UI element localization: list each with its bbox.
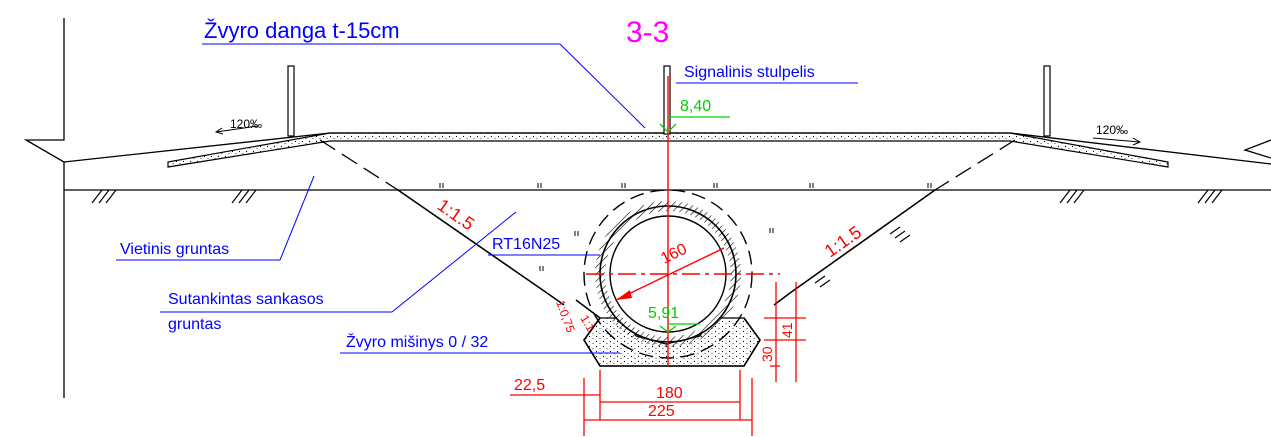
slope-arrows: [214, 125, 1142, 146]
trench-left-slope: 1:0,75: [553, 298, 578, 334]
signal-post-label: Signalinis stulpelis: [684, 64, 815, 81]
dimension-lines: [510, 282, 806, 436]
pipe-level-value: 5,91: [648, 305, 679, 322]
level-markers: [659, 116, 730, 333]
dashed-ground-lines: [319, 139, 1016, 191]
pipe-axis-lines: [586, 76, 780, 366]
soil-tick-marks: [439, 183, 932, 271]
height-base-dimension: 30: [759, 346, 775, 362]
compacted-soil-label-2: gruntas: [168, 316, 221, 333]
compacted-soil-label-1: Sutankintas sankasos: [168, 291, 324, 308]
pipe-type-label: RT16N25: [492, 236, 560, 253]
diameter-arrow: [616, 290, 632, 300]
local-soil-label: Vietinis gruntas: [120, 241, 229, 258]
post-right: [1043, 65, 1051, 137]
post-center: [663, 65, 671, 135]
gravel-cover-label: Žvyro danga t-15cm: [204, 18, 400, 43]
gravel-mix-label: Žvyro mišinys 0 / 32: [346, 332, 488, 351]
side-offset-dimension: 22,5: [514, 377, 545, 394]
section-title: 3-3: [626, 16, 669, 49]
height-small-dimension: 41: [779, 322, 795, 338]
top-level-value: 8,40: [680, 98, 711, 115]
left-embankment-slope: 1:1.5: [434, 195, 478, 234]
width-inner-dimension: 180: [656, 385, 683, 402]
left-road-slope: 120‰: [230, 117, 262, 131]
leader-lines: [116, 43, 858, 354]
width-outer-dimension: 225: [648, 403, 675, 420]
ground-hatch-marks: [91, 189, 1223, 288]
right-road-slope: 120‰: [1096, 123, 1128, 137]
post-left: [287, 65, 295, 137]
